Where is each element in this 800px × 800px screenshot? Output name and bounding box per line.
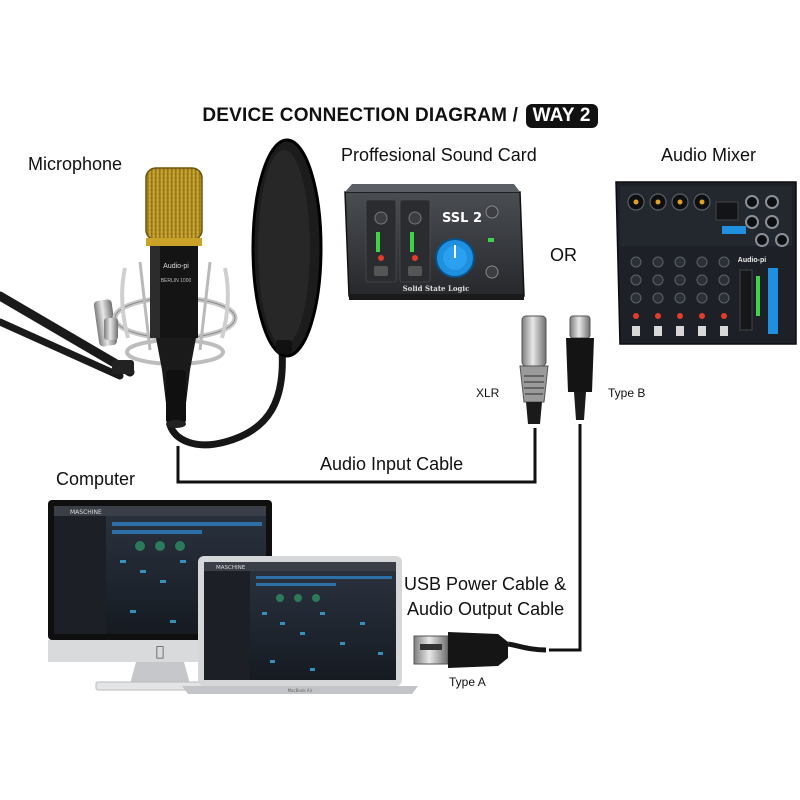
- laptop: MASCHINE MacBook Air: [182, 556, 418, 694]
- mixer-brand: Audio-pi: [738, 257, 766, 264]
- svg-text:: : [156, 644, 164, 660]
- xlr-label: XLR: [476, 386, 499, 400]
- type-a-label: Type A: [449, 675, 486, 689]
- microphone: Audio-pi BERLIN 1000: [146, 168, 202, 428]
- mic-model: BERLIN 1000: [161, 278, 192, 284]
- xlr-connector: [520, 316, 548, 424]
- audio-mixer-label: Audio Mixer: [661, 145, 756, 166]
- type-b-label: Type B: [608, 386, 645, 400]
- sound-card: SSL 2 Solid State Logic: [345, 184, 524, 300]
- microphone-setup: Audio-pi BERLIN 1000: [0, 140, 321, 445]
- sound-card-brand: SSL 2: [442, 211, 482, 226]
- pop-filter: [253, 140, 321, 356]
- type-a-connector: [414, 632, 546, 668]
- type-b-connector: [566, 316, 594, 420]
- or-separator: OR: [550, 245, 577, 266]
- usb-cable-label-line2: Audio Output Cable: [407, 599, 564, 620]
- laptop-name: MacBook Air: [288, 688, 313, 693]
- sound-card-maker: Solid State Logic: [403, 284, 470, 293]
- usb-cable-label-line1: USB Power Cable &: [404, 574, 566, 595]
- microphone-label: Microphone: [28, 154, 122, 175]
- imac-software-name: MASCHINE: [70, 509, 102, 516]
- computer-label: Computer: [56, 469, 135, 490]
- mic-brand: Audio-pi: [163, 263, 189, 270]
- audio-mixer: Audio-pi: [616, 182, 796, 344]
- sound-card-label: Proffesional Sound Card: [341, 145, 537, 166]
- audio-input-cable-label: Audio Input Cable: [320, 454, 463, 475]
- laptop-software-name: MASCHINE: [216, 565, 246, 571]
